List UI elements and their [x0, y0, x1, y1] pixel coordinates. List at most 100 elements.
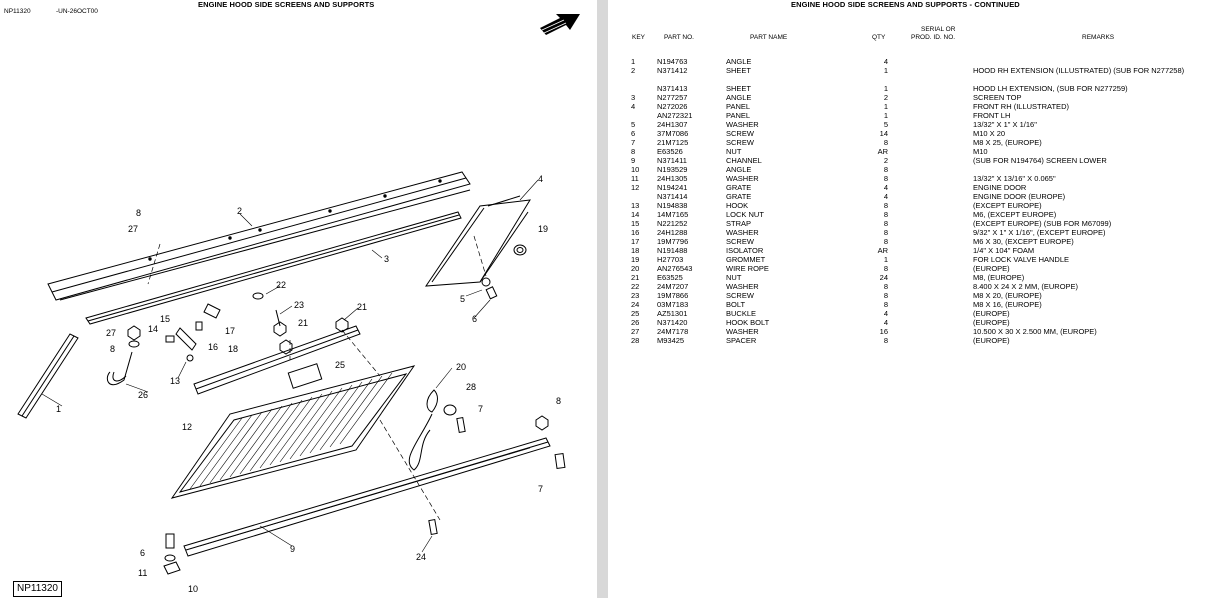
row-part-name: WIRE ROPE: [726, 264, 769, 273]
row-key: 10: [631, 165, 640, 174]
row-remarks: (EXCEPT EUROPE) (SUB FOR M67099): [973, 219, 1112, 228]
row-part-name: CHANNEL: [726, 156, 762, 165]
row-key: 15: [631, 219, 640, 228]
orientation-arrow-icon: [540, 14, 580, 35]
buckle-part-25: [287, 363, 323, 389]
row-key: 25: [631, 309, 640, 318]
row-part-name: ANGLE: [726, 57, 752, 66]
row-part-name: HOOK BOLT: [726, 318, 770, 327]
row-key: 11: [631, 174, 639, 183]
row-qty: 8: [883, 138, 888, 147]
row-remarks: 9/32" X 1" X 1/16", (EXCEPT EUROPE): [973, 228, 1106, 237]
row-part-name: WASHER: [726, 174, 759, 183]
row-key: 9: [631, 156, 636, 165]
row-remarks: M6 X 30, (EXCEPT EUROPE): [973, 237, 1074, 246]
callout-7: 7: [478, 404, 483, 414]
header-part-no: PART NO.: [664, 34, 694, 41]
row-qty: AR: [877, 246, 888, 255]
callout-6b: 6: [140, 548, 145, 558]
row-remarks: FOR LOCK VALVE HANDLE: [973, 255, 1069, 264]
row-part-name: WASHER: [726, 228, 759, 237]
row-qty: 1: [883, 111, 888, 120]
row-part-name: NUT: [726, 273, 742, 282]
row-remarks: 13/32" X 13/16" X 0.065": [973, 174, 1056, 183]
row-part-no: 24M7207: [657, 282, 689, 291]
row-part-no: N191488: [657, 246, 688, 255]
callout-27b: 27: [106, 328, 116, 338]
row-part-name: ISOLATOR: [726, 246, 764, 255]
row-part-no: N371413: [657, 84, 688, 93]
row-remarks: 13/32" X 1" X 1/16": [973, 120, 1037, 129]
callout-21: 21: [298, 318, 308, 328]
row-qty: 4: [883, 183, 888, 192]
callout-8b: 8: [110, 344, 115, 354]
callout-17: 17: [225, 326, 235, 336]
sheet-part-2: [47, 171, 471, 301]
row-remarks: M10 X 20: [973, 129, 1006, 138]
row-qty: 1: [883, 66, 888, 75]
row-key: 22: [631, 282, 640, 291]
hook-bolt-part-26: [106, 351, 133, 386]
row-part-no: N193529: [657, 165, 688, 174]
row-part-name: SCREW: [726, 138, 754, 147]
row-remarks: HOOD RH EXTENSION (ILLUSTRATED) (SUB FOR…: [973, 66, 1185, 75]
row-part-no: 21M7125: [657, 138, 689, 147]
header-qty: QTY: [872, 34, 886, 41]
callout-23: 23: [294, 300, 304, 310]
row-qty: 8: [883, 300, 888, 309]
row-part-name: SCREW: [726, 291, 754, 300]
row-part-no: N371414: [657, 192, 688, 201]
callout-8c: 8: [556, 396, 561, 406]
row-qty: 14: [879, 129, 888, 138]
row-part-name: BUCKLE: [726, 309, 757, 318]
row-qty: 16: [879, 327, 888, 336]
row-qty: 8: [883, 228, 888, 237]
callout-24: 24: [416, 552, 426, 562]
row-key: 4: [631, 102, 636, 111]
row-remarks: (EXCEPT EUROPE): [973, 201, 1042, 210]
row-part-name: WASHER: [726, 327, 759, 336]
row-qty: 2: [883, 93, 888, 102]
row-remarks: (EUROPE): [973, 264, 1010, 273]
row-qty: 8: [883, 201, 888, 210]
row-qty: 4: [883, 192, 888, 201]
row-qty: 8: [883, 210, 888, 219]
callout-19: 19: [538, 224, 548, 234]
callout-7b: 7: [538, 484, 543, 494]
row-qty: 5: [883, 120, 888, 129]
callout-25: 25: [335, 360, 345, 370]
grate-part-12: [170, 365, 416, 499]
callout-21b: 21: [357, 302, 367, 312]
row-key: 17: [631, 237, 640, 246]
row-remarks: 8.400 X 24 X 2 MM, (EUROPE): [973, 282, 1079, 291]
row-part-name: SHEET: [726, 84, 752, 93]
row-key: 3: [631, 93, 636, 102]
row-part-name: STRAP: [726, 219, 752, 228]
channel-part-9: [183, 437, 551, 557]
callout-11: 11: [138, 568, 147, 578]
row-part-no: N194763: [657, 57, 688, 66]
callout-22: 22: [276, 280, 286, 290]
row-part-name: SPACER: [726, 336, 757, 345]
isolator-part-18: [193, 325, 361, 395]
row-qty: 1: [883, 255, 888, 264]
row-part-name: HOOK: [726, 201, 749, 210]
row-part-no: AN276543: [657, 264, 693, 273]
row-key: 12: [631, 183, 640, 192]
exploded-parts-diagram: 1 2 3 4 5 6 6 7 7 8 8 8 9 10 11 12 13 14…: [17, 14, 580, 594]
row-part-no: 19M7796: [657, 237, 689, 246]
